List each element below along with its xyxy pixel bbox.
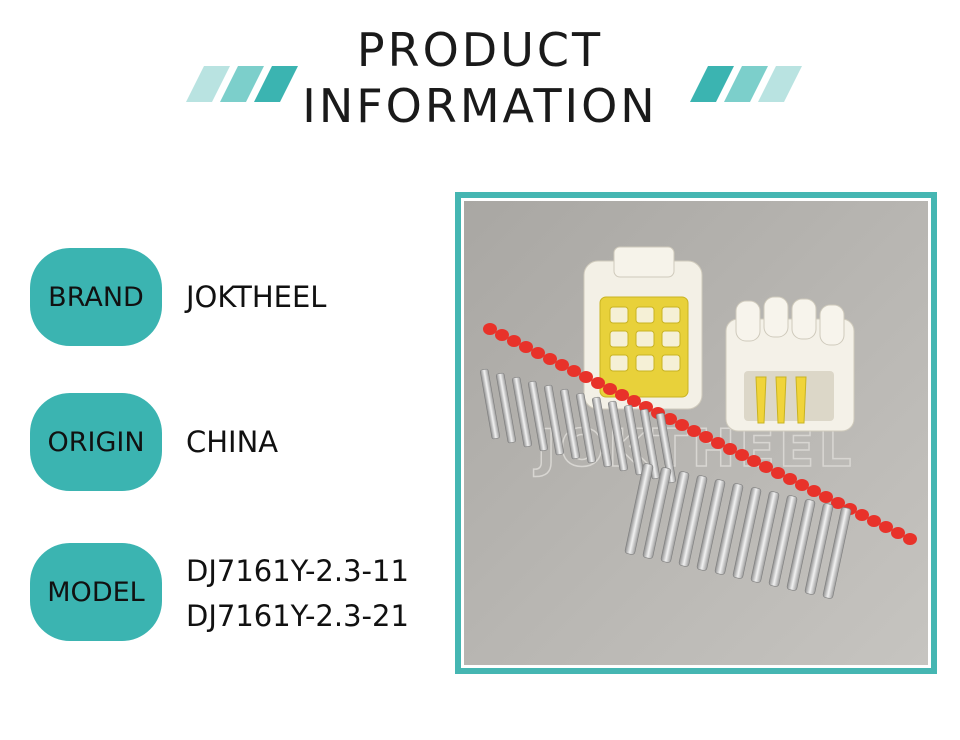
origin-value: CHINA bbox=[186, 425, 279, 459]
terminals-lower bbox=[624, 463, 852, 599]
model-value-1: DJ7161Y-2.3-11 bbox=[186, 554, 409, 588]
model-value-2: DJ7161Y-2.3-21 bbox=[186, 599, 409, 633]
title-line-2: INFORMATION bbox=[302, 79, 658, 133]
title-line-1: PRODUCT bbox=[356, 23, 604, 77]
red-seals bbox=[483, 323, 917, 545]
connector-female-housing bbox=[583, 246, 703, 410]
product-photo-illustration: JOKTHEEL bbox=[464, 201, 928, 665]
decorative-stripes-right bbox=[690, 66, 802, 102]
page-title: PRODUCT INFORMATION bbox=[0, 22, 960, 134]
terminals-upper bbox=[479, 368, 677, 484]
brand-badge: BRAND bbox=[30, 248, 162, 346]
decorative-stripes-left bbox=[186, 66, 298, 102]
brand-value: JOKTHEEL bbox=[186, 280, 327, 314]
product-photo-frame: JOKTHEEL bbox=[455, 192, 937, 674]
product-photo: JOKTHEEL bbox=[464, 201, 928, 665]
origin-badge: ORIGIN bbox=[30, 393, 162, 491]
model-badge: MODEL bbox=[30, 543, 162, 641]
connector-male-housing bbox=[725, 296, 855, 432]
